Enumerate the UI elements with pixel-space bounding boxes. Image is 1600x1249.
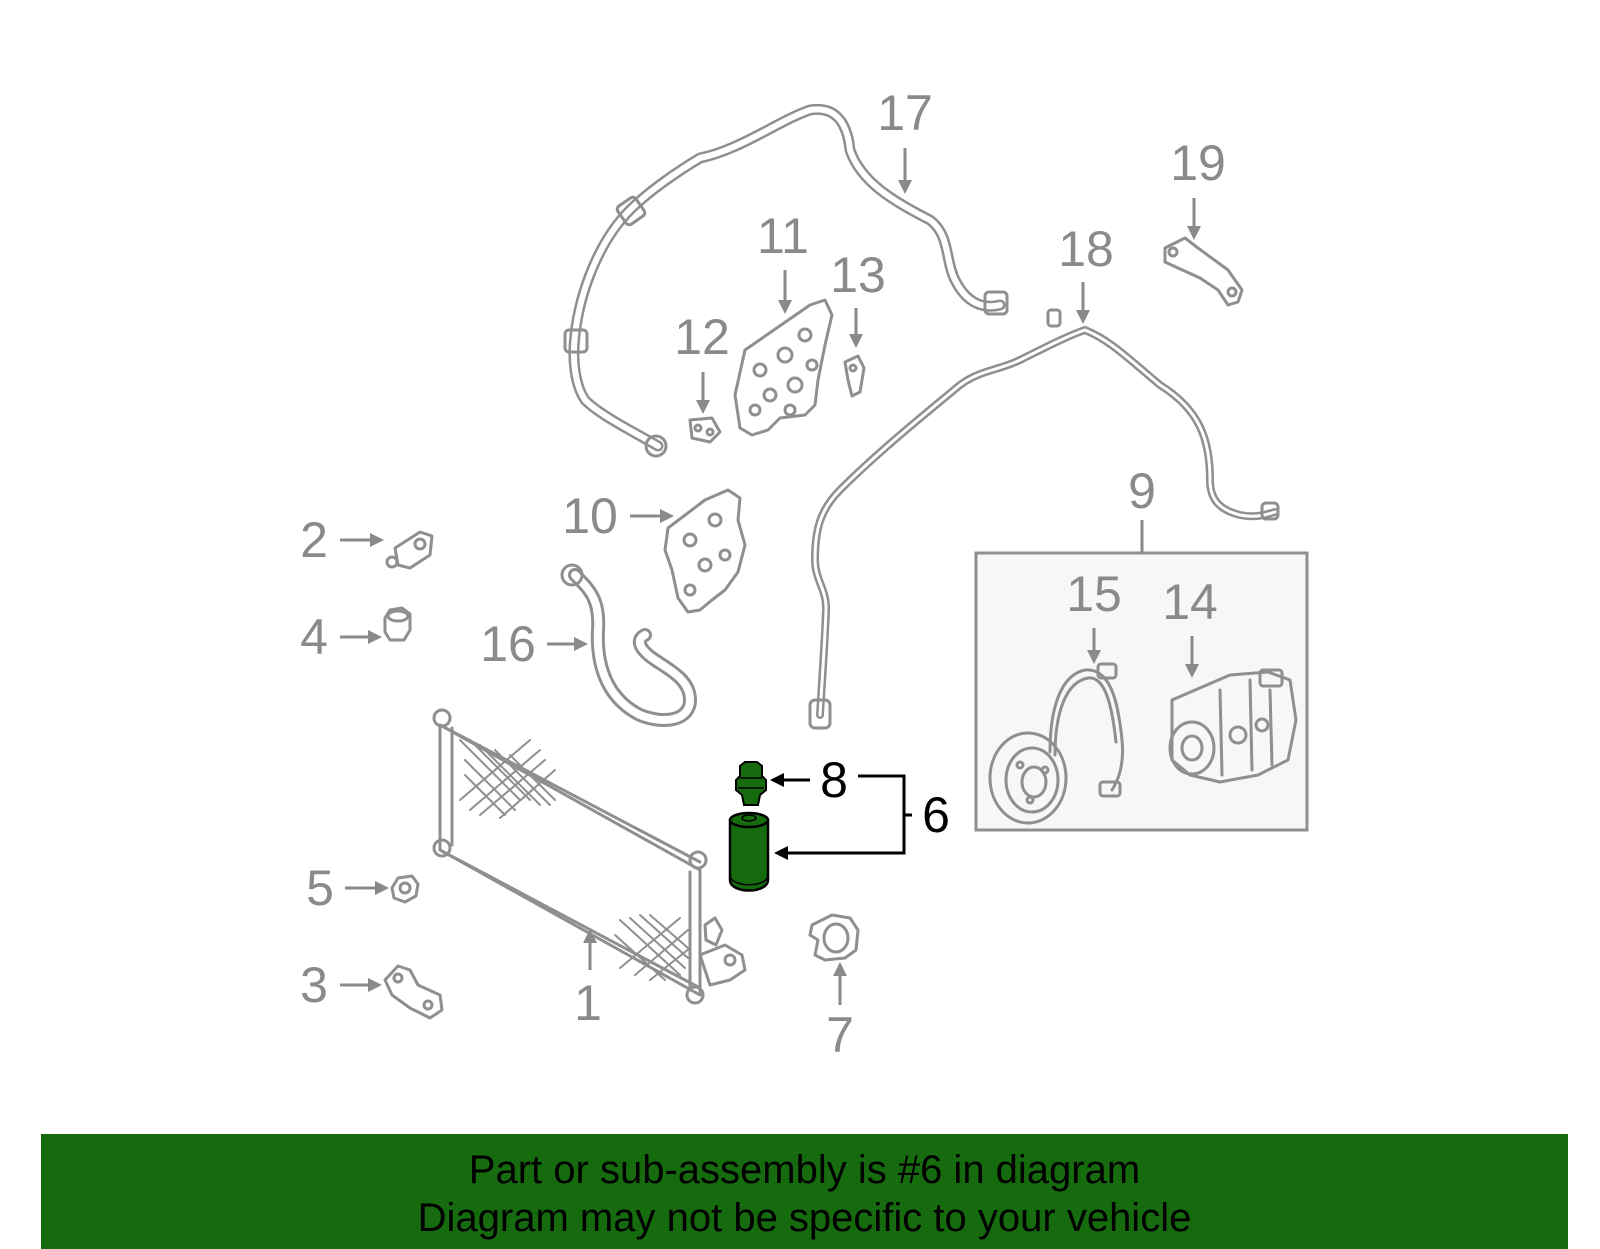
- label-13: 13: [830, 247, 886, 303]
- part-18-line[interactable]: [808, 308, 1280, 730]
- part-4-plug[interactable]: [383, 606, 412, 642]
- label-2: 2: [300, 512, 328, 568]
- part-1-condenser[interactable]: [432, 708, 747, 1005]
- label-3: 3: [300, 957, 328, 1013]
- label-5: 5: [306, 860, 334, 916]
- part-19-bracket[interactable]: [1163, 236, 1244, 307]
- part-15-clutch[interactable]: [988, 662, 1125, 825]
- part-6-receiver-drier[interactable]: [728, 811, 770, 892]
- banner-line-1: Part or sub-assembly is #6 in diagram: [468, 1148, 1141, 1192]
- callout-arrows: [340, 148, 1201, 1005]
- label-1: 1: [574, 975, 602, 1031]
- label-17: 17: [877, 85, 933, 141]
- label-6: 6: [922, 787, 950, 843]
- label-15: 15: [1066, 566, 1122, 622]
- part-8-switch[interactable]: [735, 761, 767, 806]
- label-19: 19: [1170, 135, 1226, 191]
- part-labels: 17 19 11 18 13 12 10 9 2 15 14 4 16 8 6 …: [300, 85, 1226, 1063]
- part-13-fitting[interactable]: [843, 354, 866, 398]
- label-14: 14: [1162, 574, 1218, 630]
- part-12-gasket[interactable]: [688, 416, 722, 444]
- label-10: 10: [562, 488, 618, 544]
- banner-line-2: Diagram may not be specific to your vehi…: [417, 1196, 1192, 1240]
- part-17-hose[interactable]: [563, 103, 1009, 458]
- label-4: 4: [300, 609, 328, 665]
- label-16: 16: [480, 616, 536, 672]
- part-10-bracket[interactable]: [663, 488, 747, 614]
- part-11-bracket[interactable]: [733, 298, 834, 437]
- part-7-clamp[interactable]: [808, 913, 860, 962]
- label-9: 9: [1128, 463, 1156, 519]
- kit-box-9: [974, 520, 1309, 832]
- part-5-plug[interactable]: [390, 874, 420, 904]
- part-14-compressor[interactable]: [1168, 668, 1298, 784]
- info-banner: Part or sub-assembly is #6 in diagram Di…: [41, 1134, 1568, 1249]
- label-8: 8: [820, 752, 848, 808]
- part-3-bracket[interactable]: [383, 964, 444, 1020]
- label-18: 18: [1058, 221, 1114, 277]
- label-11: 11: [757, 208, 809, 264]
- label-12: 12: [674, 309, 730, 365]
- part-16-hose[interactable]: [560, 563, 697, 727]
- label-7: 7: [826, 1007, 854, 1063]
- part-2-bracket[interactable]: [385, 530, 434, 570]
